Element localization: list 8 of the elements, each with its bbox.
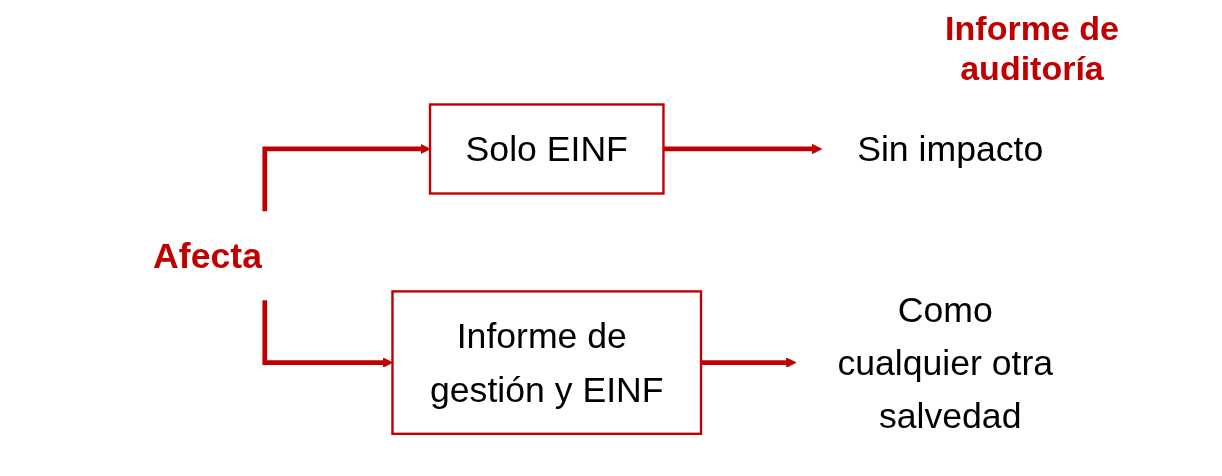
- node-text: Afecta: [153, 236, 262, 276]
- node-text: Como cualquier otra salvedad: [837, 289, 1054, 436]
- node-text: Sin impacto: [857, 129, 1044, 169]
- arrow: [262, 300, 393, 368]
- node-box: Solo EINF: [428, 103, 665, 195]
- arrow: [262, 143, 431, 212]
- column-heading: Informe de auditoría: [944, 8, 1120, 88]
- node-box: Informe de gestión y EINF: [391, 290, 703, 435]
